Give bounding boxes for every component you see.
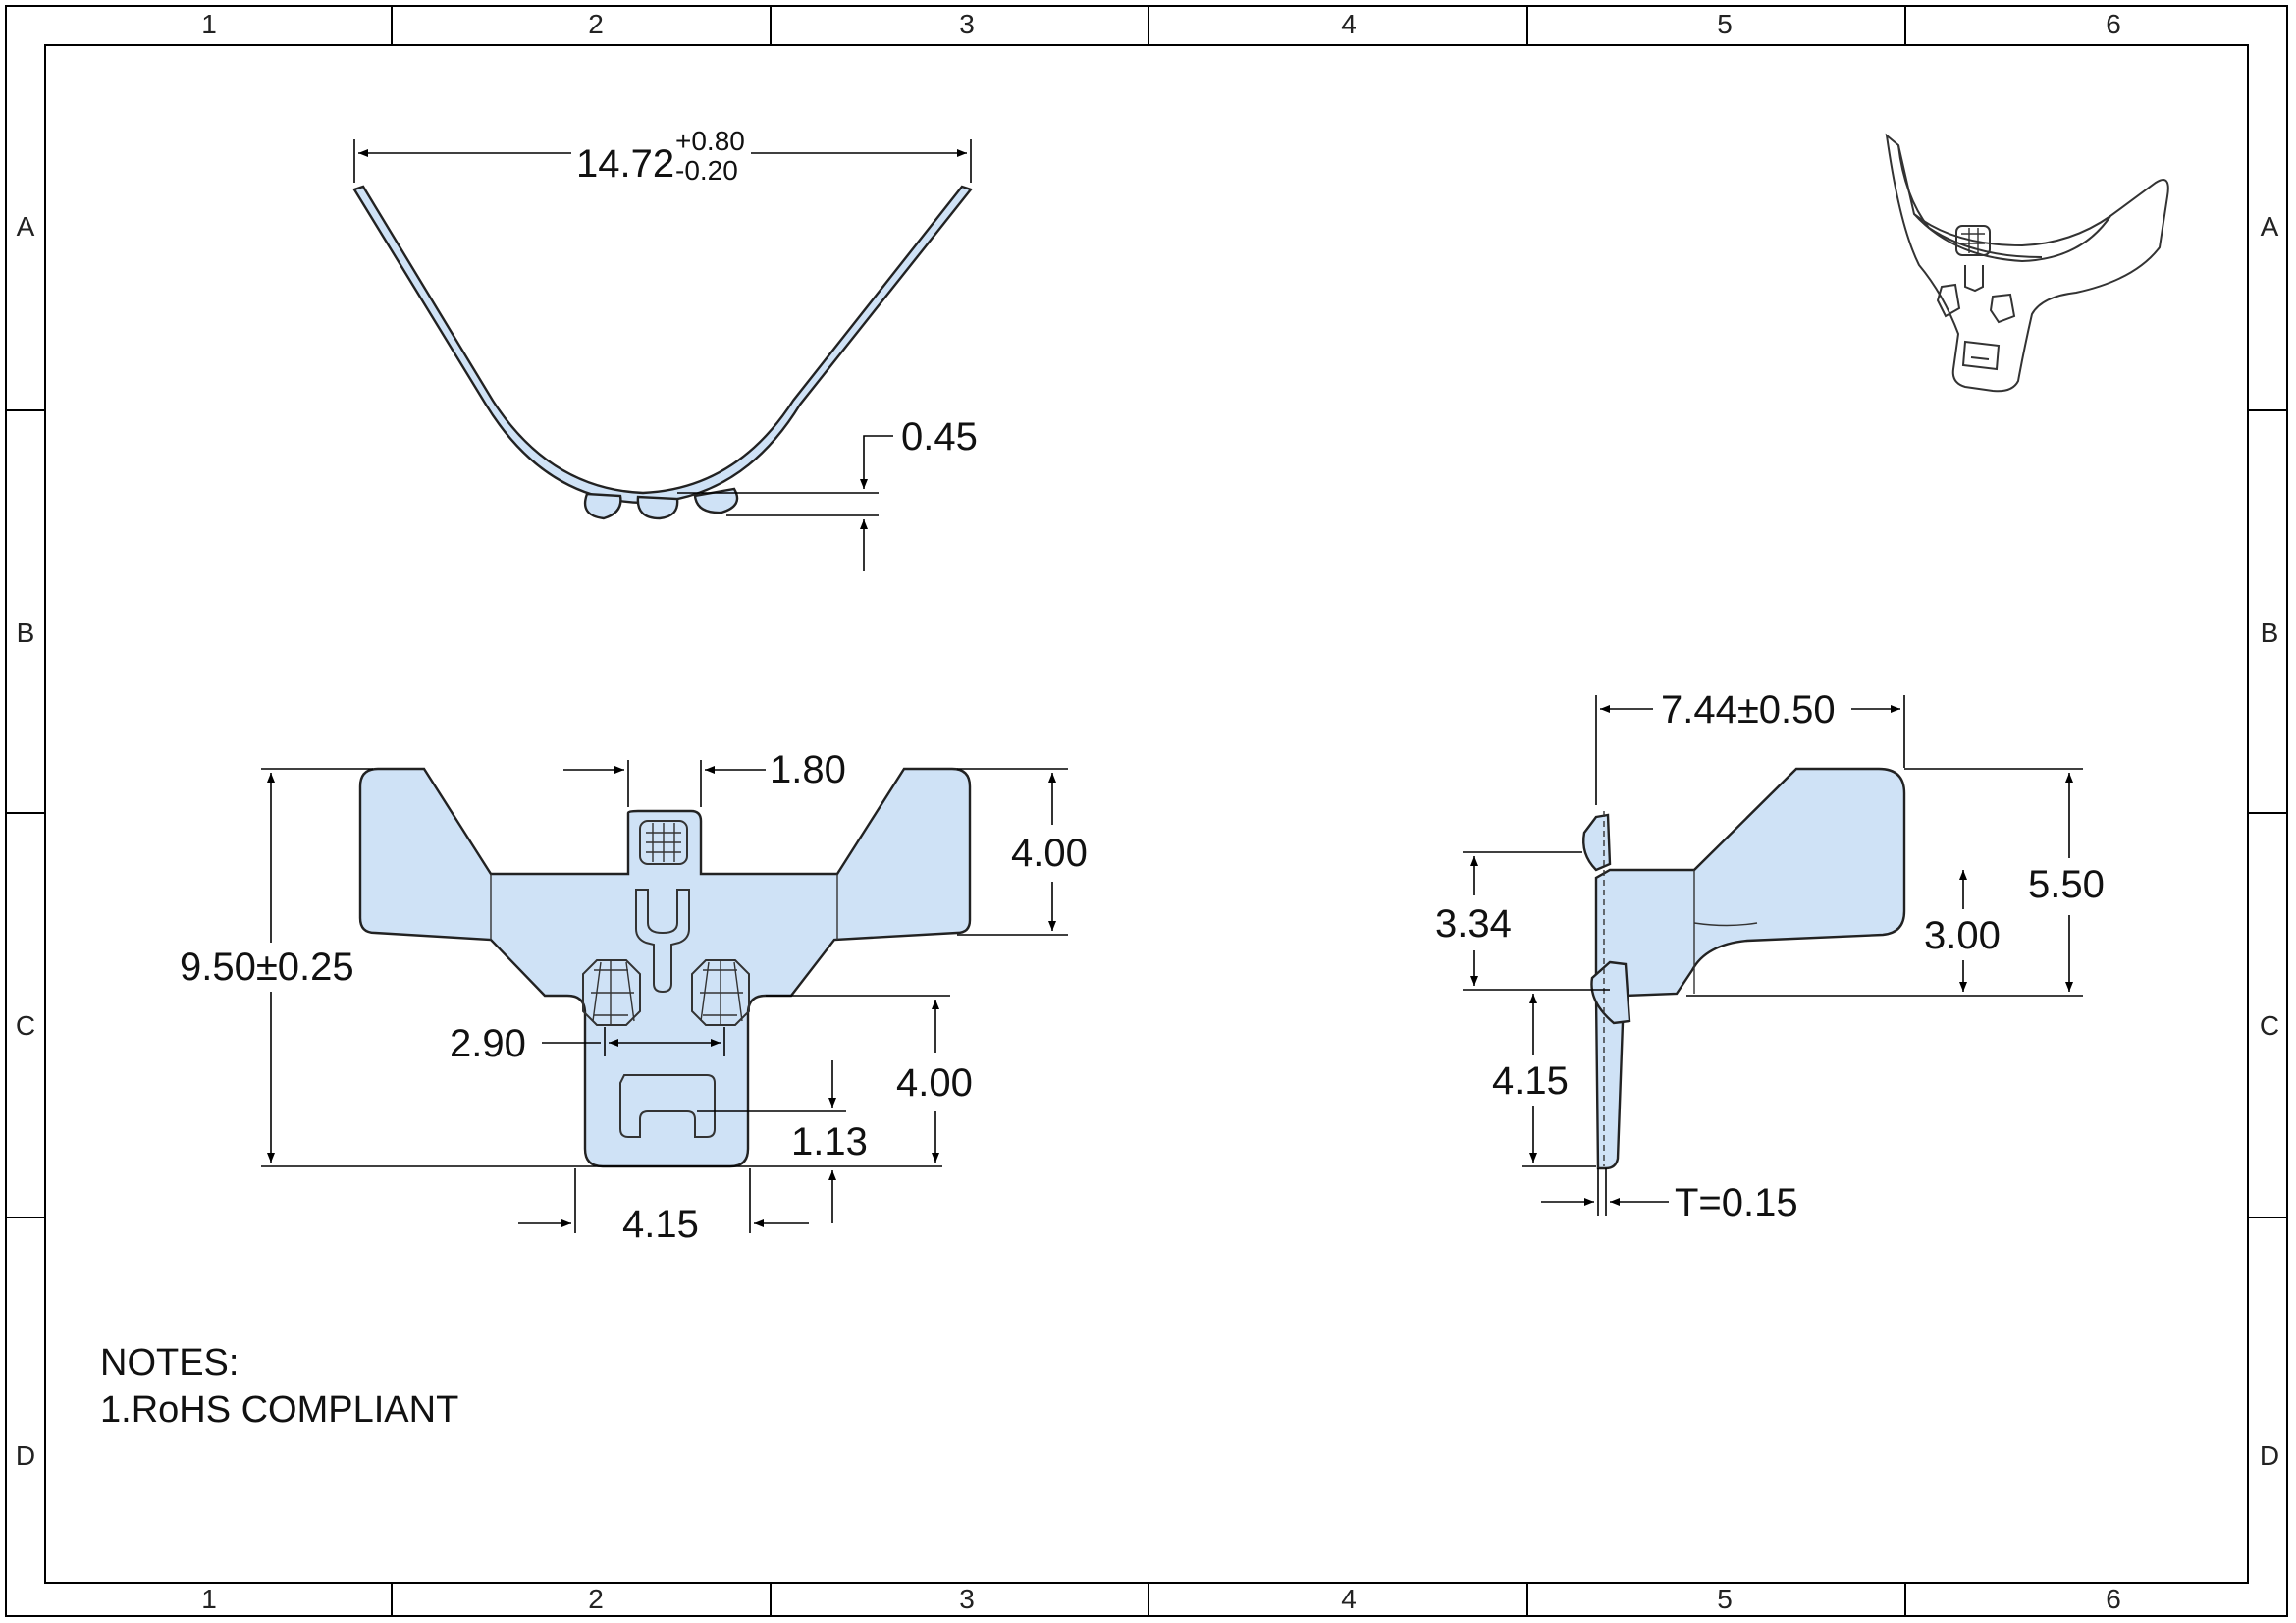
top-view-profile <box>352 185 974 505</box>
top-view: 14.72 +0.80 -0.20 0.45 <box>352 126 978 571</box>
notes-title: NOTES: <box>100 1342 239 1383</box>
row-label: D <box>16 1440 35 1471</box>
dim-front-tab-width: 1.80 <box>770 748 846 791</box>
dim-side-height: 5.50 <box>2028 863 2105 906</box>
column-label: 3 <box>959 9 975 39</box>
dim-top-bump: 0.45 <box>901 415 978 459</box>
column-labels-bottom: 1 2 3 4 5 6 <box>201 1584 2121 1614</box>
side-view-profile <box>1594 767 1906 1170</box>
column-label: 5 <box>1717 1584 1733 1614</box>
dim-front-hole-spacing: 2.90 <box>450 1022 526 1065</box>
top-view-bump <box>693 487 739 514</box>
row-label: D <box>2260 1440 2279 1471</box>
row-label: B <box>2261 618 2279 648</box>
column-label: 4 <box>1341 1584 1357 1614</box>
dim-front-leg-height: 4.00 <box>896 1061 973 1105</box>
dim-side-right-mid: 3.00 <box>1924 914 2001 957</box>
front-view: 1.80 9.50±0.25 4.00 2.90 4.00 1.13 <box>180 748 1088 1246</box>
front-view-profile <box>358 767 972 1168</box>
side-view-bump <box>1582 813 1612 872</box>
isometric-view <box>1885 133 2169 393</box>
column-label: 2 <box>588 9 604 39</box>
dim-side-leg: 4.15 <box>1492 1059 1569 1103</box>
row-labels-right: A B C D <box>2260 211 2279 1471</box>
drawing-frame <box>5 5 2288 1617</box>
dim-top-width: 14.72 <box>576 142 674 186</box>
column-label: 1 <box>201 1584 217 1614</box>
top-view-bump <box>636 495 679 520</box>
column-label: 6 <box>2106 1584 2121 1614</box>
column-label: 5 <box>1717 9 1733 39</box>
dim-top-width-tol-minus: -0.20 <box>675 155 738 186</box>
dim-thickness: T=0.15 <box>1675 1181 1798 1224</box>
notes-line-1: 1.RoHS COMPLIANT <box>100 1389 458 1431</box>
row-label: A <box>2261 211 2279 242</box>
dim-front-leg-width: 4.15 <box>622 1203 699 1246</box>
column-label: 4 <box>1341 9 1357 39</box>
dim-side-depth: 7.44±0.50 <box>1661 688 1836 731</box>
row-labels-left: A B C D <box>16 211 35 1471</box>
dim-front-wing-height: 4.00 <box>1011 832 1088 875</box>
row-label: C <box>2260 1010 2279 1041</box>
dim-front-slot-offset: 1.13 <box>791 1120 868 1163</box>
side-view: 7.44±0.50 5.50 3.00 3.34 4.15 T=0.15 <box>1435 688 2105 1224</box>
column-label: 1 <box>201 9 217 39</box>
dim-side-mid: 3.34 <box>1435 902 1512 946</box>
column-label: 2 <box>588 1584 604 1614</box>
iso-outline <box>1885 133 2169 393</box>
dim-front-height: 9.50±0.25 <box>180 946 354 989</box>
dim-top-width-tol-plus: +0.80 <box>675 126 745 156</box>
row-label: A <box>17 211 35 242</box>
top-view-bump <box>583 492 622 520</box>
row-label: C <box>16 1010 35 1041</box>
row-label: B <box>17 618 35 648</box>
column-labels-top: 1 2 3 4 5 6 <box>201 9 2121 39</box>
side-view-bump <box>1590 960 1631 1025</box>
column-label: 6 <box>2106 9 2121 39</box>
notes-block: NOTES: 1.RoHS COMPLIANT <box>100 1342 458 1431</box>
column-label: 3 <box>959 1584 975 1614</box>
